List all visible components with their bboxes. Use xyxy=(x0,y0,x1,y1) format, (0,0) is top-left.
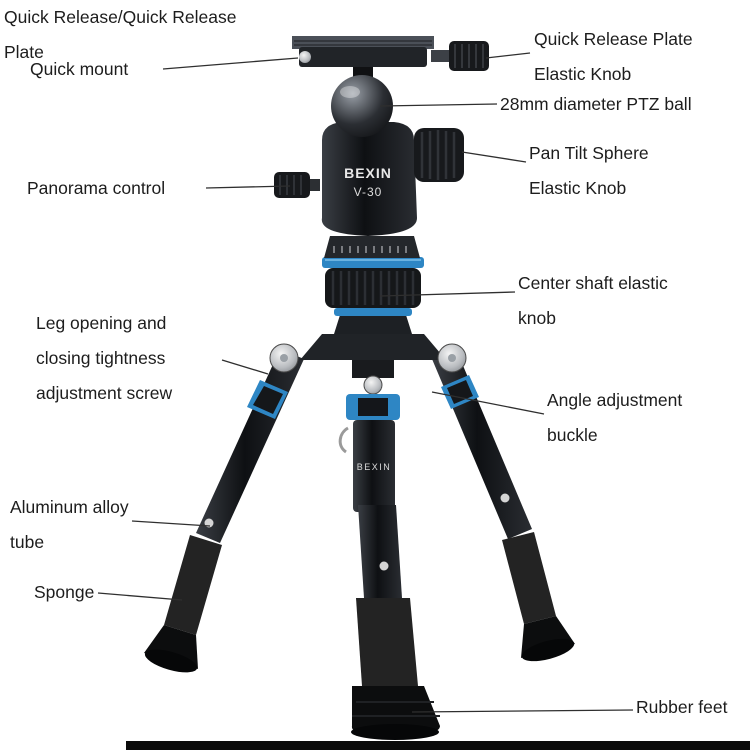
label-angle-buckle: Angle adjustment buckle xyxy=(547,390,683,445)
leader-lines xyxy=(97,52,634,713)
center-column: BEXIN xyxy=(338,420,395,512)
ball-head: BEXIN V-30 xyxy=(274,36,489,316)
pan-tilt-knob xyxy=(414,128,464,182)
label-pan-tilt-knob: Pan Tilt Sphere Elastic Knob xyxy=(529,143,649,198)
front-leg xyxy=(351,505,440,740)
quick-release-plate xyxy=(292,36,489,71)
panorama-knob xyxy=(274,172,320,198)
leg-screw xyxy=(500,493,510,503)
left-sponge xyxy=(164,535,222,635)
column-hook xyxy=(338,426,349,454)
label-center-shaft-knob: Center shaft elastic knob xyxy=(518,273,668,328)
label-rubber-feet: Rubber feet xyxy=(636,697,728,717)
head-model-text: V-30 xyxy=(354,185,383,199)
ptz-ball xyxy=(331,75,393,137)
front-rubber-foot xyxy=(351,686,440,736)
head-housing xyxy=(321,122,417,236)
angle-adjustment-buckle xyxy=(346,360,400,420)
label-leg-tightness-screw: Leg opening and closing tightness adjust… xyxy=(36,313,173,403)
blue-accent-ring xyxy=(322,257,424,268)
column-brand-text: BEXIN xyxy=(357,462,392,472)
label-quick-release-plate: Quick Release/Quick Release Plate xyxy=(4,7,237,62)
leg-screw xyxy=(379,561,389,571)
left-leg xyxy=(144,349,304,673)
quick-release-elastic-knob xyxy=(449,41,489,71)
label-quick-mount: Quick mount xyxy=(30,59,129,79)
label-panorama-control: Panorama control xyxy=(27,178,166,198)
label-aluminum-tube: Aluminum alloy tube xyxy=(10,497,129,552)
front-sponge xyxy=(356,598,418,686)
aluminum-tube xyxy=(358,505,402,598)
right-sponge xyxy=(502,532,556,624)
label-qr-elastic-knob: Quick Release Plate Elastic Knob xyxy=(534,29,693,84)
table-edge xyxy=(126,741,750,750)
leg-hub xyxy=(269,315,467,373)
label-ptz-ball: 28mm diameter PTZ ball xyxy=(500,94,692,114)
label-sponge: Sponge xyxy=(34,582,95,602)
panorama-scale-base xyxy=(324,236,420,258)
head-brand-text: BEXIN xyxy=(344,165,392,181)
